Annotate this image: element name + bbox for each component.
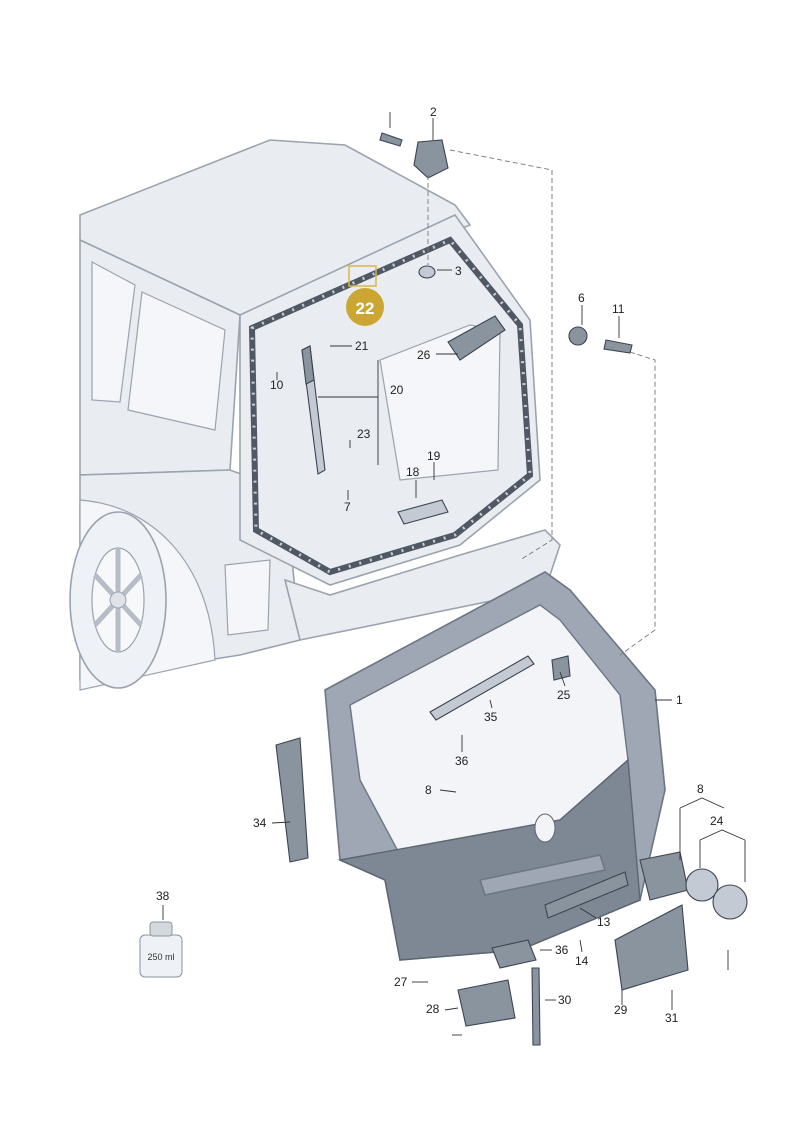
bolt-part: [379, 132, 403, 147]
callout-25: 26: [417, 348, 431, 362]
callout-27: 28: [426, 1002, 440, 1016]
callout-23: 24: [710, 814, 724, 828]
stud-part-14: [603, 339, 633, 354]
callout-6: 6: [578, 291, 585, 305]
callout-3: 3: [455, 264, 462, 278]
callout-18: 19: [427, 449, 441, 463]
callout-34: 35: [484, 710, 498, 724]
callout-21: 23: [357, 427, 371, 441]
callout-30: 31: [665, 1011, 679, 1025]
emblem-mount: [534, 813, 556, 843]
highlight-box: [348, 265, 377, 287]
highlight-marker: 22: [346, 265, 384, 326]
callout-28: 29: [614, 1003, 628, 1017]
callout-2: 2: [430, 105, 437, 119]
callout-16: 14: [575, 954, 589, 968]
pad-part: [551, 655, 571, 681]
tailgate-panel: [324, 571, 666, 961]
callout-17: 18: [406, 465, 420, 479]
bracket-part: [397, 499, 449, 525]
emblem-part-b: [712, 884, 748, 920]
strip-part: [544, 871, 629, 919]
callout-36: 36: [555, 943, 569, 957]
callout-29: 30: [558, 993, 572, 1007]
callout-1: 1: [676, 693, 683, 707]
callout-32: 34: [253, 816, 267, 830]
bottle-label: 250 ml: [147, 952, 174, 962]
brake-light-part: [429, 655, 535, 721]
callout-20: 21: [355, 339, 369, 353]
callout-38: 38: [156, 889, 170, 903]
callout-19: 20: [390, 383, 404, 397]
callout-15: 13: [597, 915, 611, 929]
rod-part: [531, 967, 541, 1046]
nut-part-6: [568, 326, 588, 346]
callout-35: 36: [455, 754, 469, 768]
tailgate-seal: [248, 236, 534, 576]
plate-bracket-part: [614, 904, 689, 991]
callout-7: 7: [344, 500, 351, 514]
handle-camera-part: [639, 851, 689, 901]
callout-13: 10: [270, 378, 284, 392]
license-lamp-part: [491, 939, 537, 969]
latch-part: [457, 979, 516, 1027]
emblem-part-a: [685, 868, 719, 902]
hinge-part: [413, 139, 449, 179]
callout-24: 25: [557, 688, 571, 702]
leader-lines: [162, 112, 746, 1036]
callout-14: 11: [612, 302, 625, 316]
callout-8: 8: [697, 782, 704, 796]
callout-11: 8: [425, 783, 432, 797]
highlight-label: 22: [356, 299, 375, 318]
callout-26: 27: [394, 975, 408, 989]
callout-labels: 2 3 6 11 21 26 10 20 23 18 19 7 1 25 35 …: [147, 105, 723, 1025]
assembly-lines: [427, 149, 656, 656]
vehicle-body: [69, 139, 561, 691]
highlight-badge: [346, 288, 384, 326]
trim-strip-part: [275, 737, 309, 863]
nut-part: [418, 265, 436, 279]
parts: [139, 132, 748, 1046]
